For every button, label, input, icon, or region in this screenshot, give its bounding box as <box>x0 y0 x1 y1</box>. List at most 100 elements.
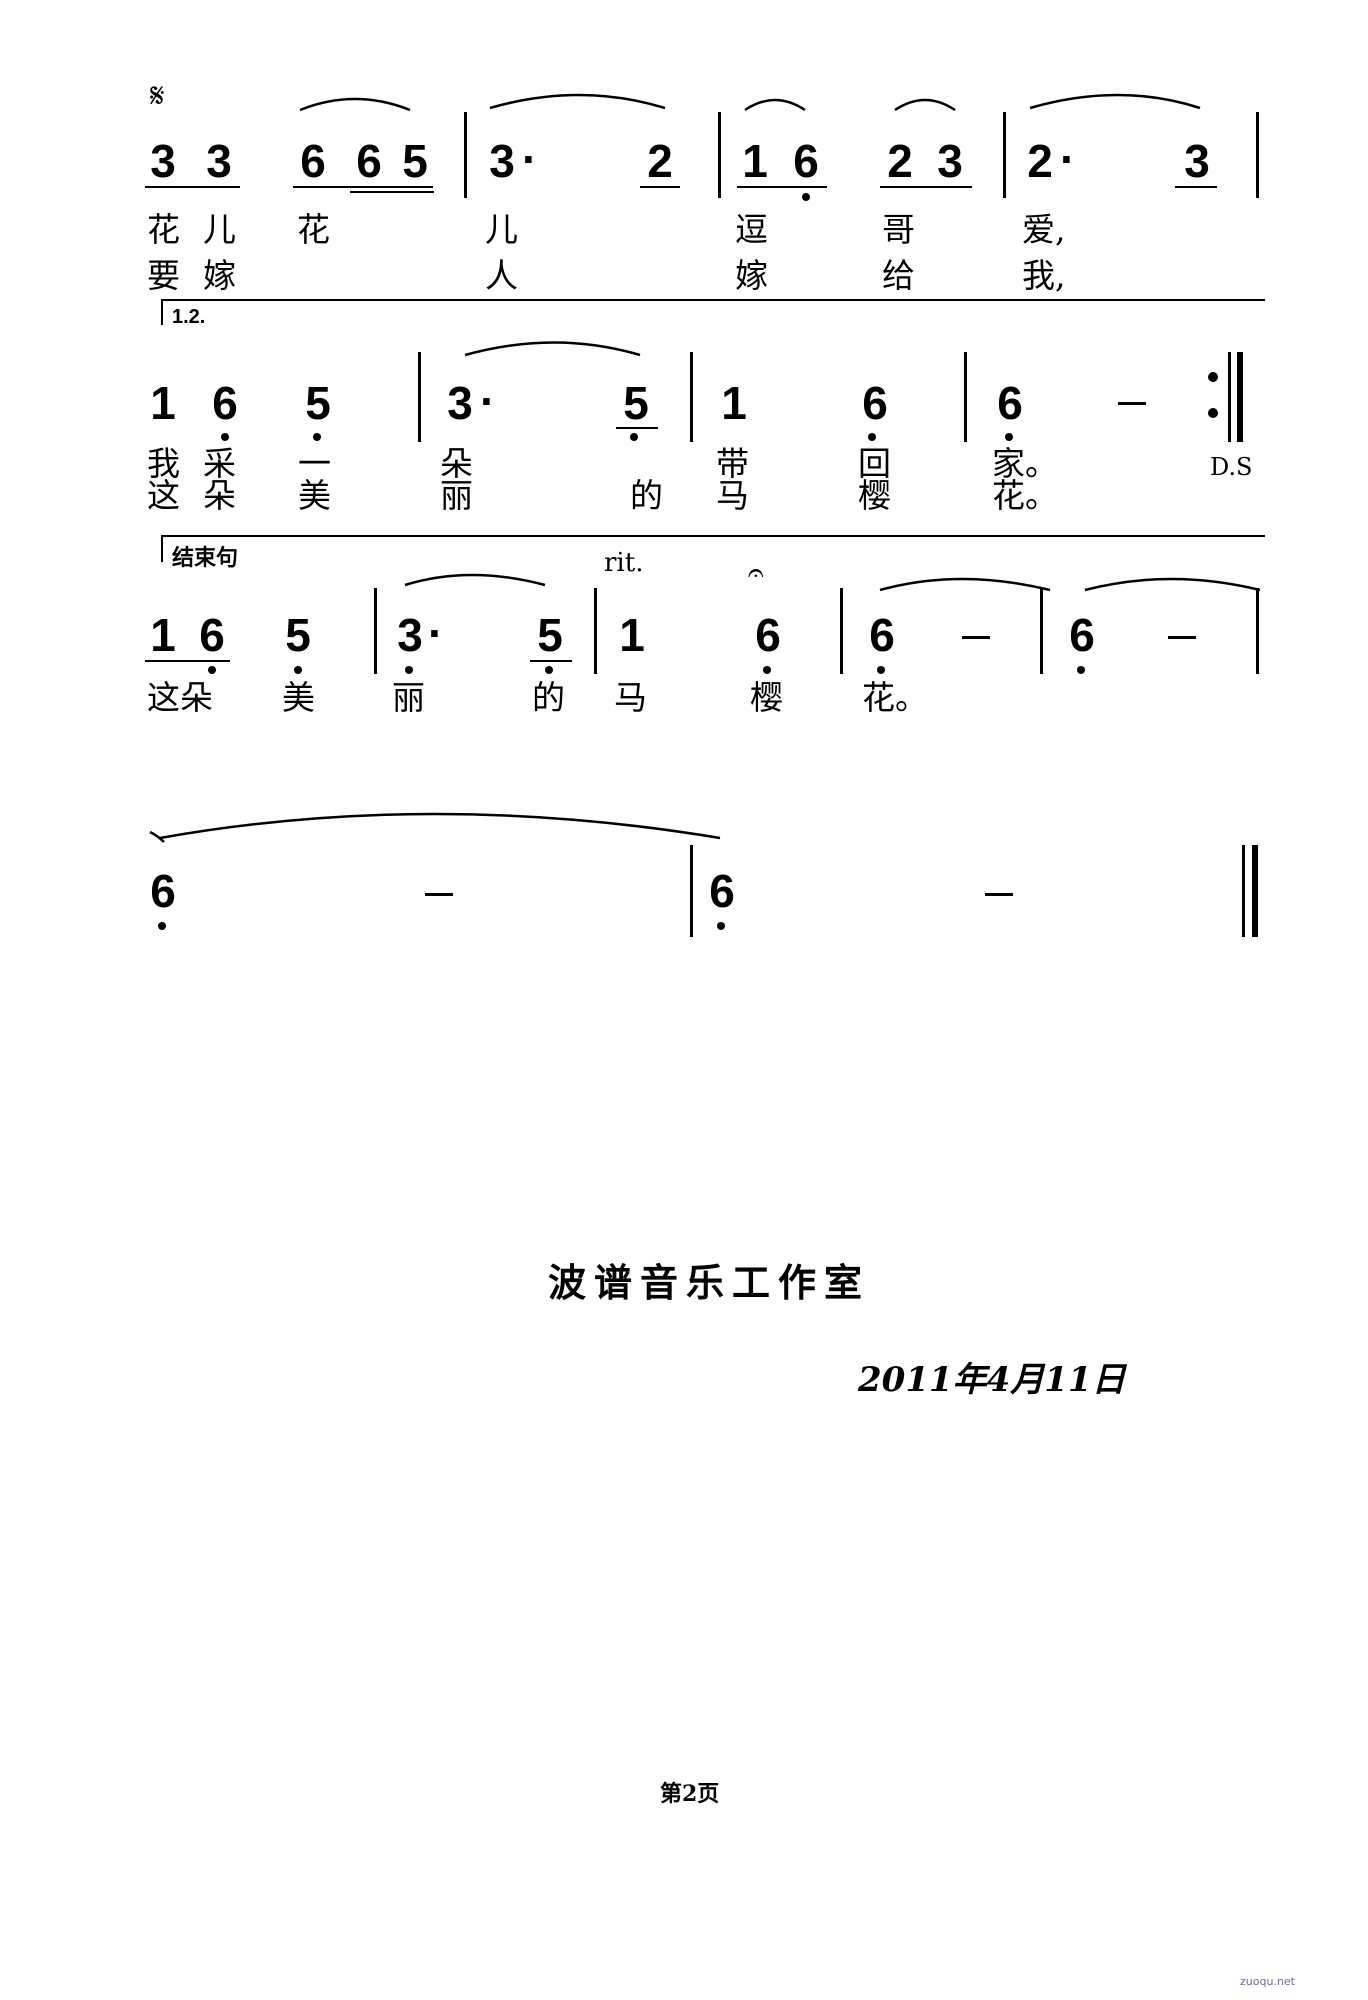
note: 3 <box>206 135 232 187</box>
slur <box>1029 93 1201 110</box>
fermata-sign: 𝄐 <box>748 556 764 589</box>
lyric: 儿 <box>485 210 518 249</box>
tie-start <box>149 830 165 843</box>
lyric: 马 <box>716 476 749 515</box>
note: 5 <box>305 377 331 429</box>
coda-bracket <box>161 535 1265 562</box>
lyric: 家。 <box>992 444 1058 483</box>
note: 6 <box>356 135 382 187</box>
note: 5 <box>537 609 563 661</box>
note: 2 <box>1027 135 1053 187</box>
dash <box>962 636 990 639</box>
note: 2 <box>887 135 913 187</box>
slur <box>404 573 546 587</box>
lyric: 的 <box>630 476 663 515</box>
watermark: zuoqu.net <box>1240 1975 1295 1988</box>
note: 6 <box>755 609 781 661</box>
tie <box>159 812 721 840</box>
lyric: 嫁 <box>203 256 236 295</box>
note: 1 <box>742 135 768 187</box>
lyric: 一 <box>298 444 331 483</box>
dot: · <box>1060 133 1076 185</box>
slur <box>894 98 956 112</box>
ds-label: D.S <box>1210 453 1253 481</box>
lyric: 回 <box>858 444 891 483</box>
note: 3 <box>937 135 963 187</box>
lyric: 丽 <box>392 678 425 717</box>
note: 3 <box>150 135 176 187</box>
note: 6 <box>300 135 326 187</box>
note: 6 <box>709 865 735 917</box>
note: 6 <box>862 377 888 429</box>
lyric: 丽 <box>440 476 473 515</box>
coda-label: 结束句 <box>172 545 239 571</box>
note: 6 <box>212 377 238 429</box>
segno-sign: 𝄋 <box>150 76 165 116</box>
note: 2 <box>647 135 673 187</box>
note: 3 <box>447 377 473 429</box>
note: 6 <box>997 377 1023 429</box>
slur <box>879 577 1051 592</box>
note: 5 <box>285 609 311 661</box>
lyric: 我 <box>147 444 180 483</box>
dash <box>1118 402 1146 405</box>
note: 3 <box>397 609 423 661</box>
note: 3 <box>489 135 515 187</box>
studio-name: 波谱音乐工作室 <box>548 1260 871 1305</box>
lyric: 我, <box>1022 256 1066 295</box>
lyric: 给 <box>882 256 915 295</box>
lyric: 朵 <box>203 476 236 515</box>
lyric: 花。 <box>992 476 1058 515</box>
dot: · <box>480 375 496 427</box>
lyric: 朵 <box>440 444 473 483</box>
slur <box>744 98 806 112</box>
lyric: 嫁 <box>735 256 768 295</box>
note: 6 <box>150 865 176 917</box>
lyric: 花。 <box>862 678 928 717</box>
lyric: 人 <box>485 256 518 295</box>
note: 3 <box>1184 135 1210 187</box>
note: 6 <box>793 135 819 187</box>
volta-label: 1.2. <box>172 306 206 328</box>
lyric: 的 <box>532 678 565 717</box>
lyric: 逗 <box>735 210 768 249</box>
lyric: 马 <box>614 678 647 717</box>
lyric: 爱, <box>1022 210 1066 249</box>
dash <box>985 893 1013 896</box>
dash <box>1168 636 1196 639</box>
note: 6 <box>199 609 225 661</box>
dash <box>425 893 453 896</box>
lyric: 花 <box>147 210 180 249</box>
lyric: 带 <box>716 444 749 483</box>
lyric: 美 <box>282 678 315 717</box>
volta-bracket <box>161 299 1265 325</box>
rit-label: rit. <box>604 548 644 578</box>
lyric: 哥 <box>882 210 915 249</box>
note: 1 <box>150 609 176 661</box>
lyric: 花 <box>297 210 330 249</box>
lyric: 要 <box>147 256 180 295</box>
slur <box>1084 577 1261 592</box>
lyric: 美 <box>298 476 331 515</box>
lyric: 儿 <box>203 210 236 249</box>
slur <box>489 93 666 110</box>
lyric: 采 <box>203 444 236 483</box>
note: 1 <box>619 609 645 661</box>
lyric: 这朵 <box>147 678 213 717</box>
lyric: 这 <box>147 476 180 515</box>
dot: · <box>428 607 444 659</box>
note: 6 <box>869 609 895 661</box>
note: 6 <box>1069 609 1095 661</box>
note: 5 <box>402 135 428 187</box>
lyric: 樱 <box>858 476 891 515</box>
page-number: 第2页 <box>660 1781 720 1807</box>
slur <box>464 341 641 357</box>
lyric: 樱 <box>750 678 783 717</box>
note: 1 <box>721 377 747 429</box>
slur <box>299 97 411 112</box>
dot: · <box>522 133 538 185</box>
note: 5 <box>623 377 649 429</box>
note: 1 <box>150 377 176 429</box>
date-text: 2011年4月11日 <box>858 1360 1126 1400</box>
